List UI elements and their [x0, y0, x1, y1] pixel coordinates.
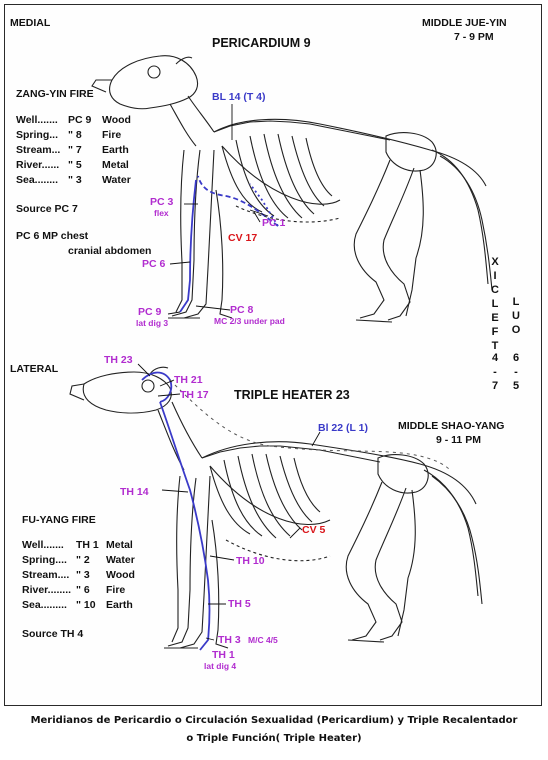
pericardium-meridian-line	[179, 175, 279, 313]
label-pc3-sub: flex	[154, 208, 169, 218]
label-th3: TH 3	[218, 634, 241, 646]
points-row: Spring... " 8 Fire	[16, 129, 122, 141]
label-bl22: Bl 22 (L 1)	[318, 422, 368, 434]
pericardium-leader-lines	[167, 104, 269, 315]
points-row: River...... " 5 Metal	[16, 159, 129, 171]
label-th1-sub: lat dig 4	[204, 661, 237, 671]
triple-heater-title: TRIPLE HEATER 23	[234, 388, 350, 402]
label-pc3: PC 3	[150, 196, 174, 208]
label-pc8: PC 8	[230, 304, 254, 316]
note-line-2: cranial abdomen	[68, 245, 152, 257]
label-th23: TH 23	[104, 354, 133, 366]
triple-heater-leader-lines	[137, 363, 321, 641]
view-label-medial: MEDIAL	[10, 17, 51, 29]
label-cv17: CV 17	[228, 232, 258, 244]
label-pc9: PC 9	[138, 306, 162, 318]
caption-line-1: Meridianos de Pericardio o Circulación S…	[30, 715, 518, 726]
label-th21: TH 21	[174, 374, 203, 386]
note-line-1: PC 6 MP chest	[16, 230, 89, 242]
figure-caption: Meridianos de Pericardio o Circulación S…	[0, 712, 548, 748]
view-label-lateral: LATERAL	[10, 363, 59, 375]
label-th17: TH 17	[180, 389, 209, 401]
points-row: Stream.... " 3 Wood	[22, 569, 135, 581]
label-cv5: CV 5	[302, 524, 326, 536]
label-th1: TH 1	[212, 649, 235, 661]
source-point-top: Source PC 7	[16, 203, 78, 215]
points-row: Sea........ " 3 Water	[16, 174, 131, 186]
points-row: Well....... PC 9 Wood	[16, 114, 131, 126]
label-pc9-sub: lat dig 3	[136, 318, 169, 328]
label-pc6: PC 6	[142, 258, 166, 270]
label-th14: TH 14	[120, 486, 149, 498]
meridian-hours-bottom: 9 - 11 PM	[436, 434, 481, 446]
points-row: River........ " 6 Fire	[22, 584, 126, 596]
meridian-hours-top: 7 - 9 PM	[454, 31, 494, 43]
label-bl14: BL 14 (T 4)	[212, 91, 266, 103]
source-point-bottom: Source TH 4	[22, 628, 84, 640]
label-pc1: PC 1	[262, 217, 286, 229]
caption-line-2: o Triple Función( Triple Heater)	[186, 733, 362, 744]
element-type-bottom: FU-YANG FIRE	[22, 514, 96, 526]
points-row: Well....... TH 1 Metal	[22, 539, 133, 551]
label-th5: TH 5	[228, 598, 251, 610]
pericardium-title: PERICARDIUM 9	[212, 36, 311, 50]
element-type-top: ZANG-YIN FIRE	[16, 88, 94, 100]
points-row: Sea......... " 10 Earth	[22, 599, 133, 611]
points-row: Stream... " 7 Earth	[16, 144, 129, 156]
meridian-name-bottom: MIDDLE SHAO-YANG	[398, 420, 505, 432]
triple-heater-meridian-line	[141, 371, 451, 651]
label-pc8-sub: MC 2/3 under pad	[214, 316, 285, 326]
label-th10: TH 10	[236, 555, 265, 567]
label-th3-sub: M/C 4/5	[248, 635, 278, 645]
meridian-name-top: MIDDLE JUE-YIN	[422, 17, 507, 29]
dog-skeleton-top	[91, 55, 493, 323]
points-row: Spring.... " 2 Water	[22, 554, 135, 566]
